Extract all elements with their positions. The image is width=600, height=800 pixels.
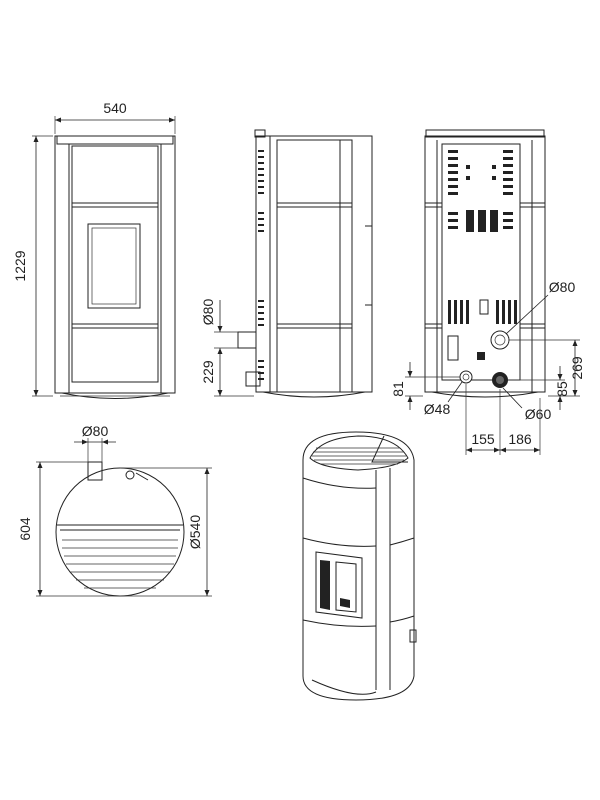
front-view	[54, 135, 176, 399]
back-view	[424, 129, 546, 398]
side-view	[237, 129, 373, 398]
top-flue-diameter-label: Ø80	[82, 423, 109, 439]
side-flue-pipe	[237, 331, 257, 349]
back-mid-outlet-dimension: 85 Ø60	[502, 366, 570, 422]
top-flue-circle	[125, 470, 135, 480]
back-top-outlet-label: Ø80	[549, 279, 576, 295]
front-height-dimension: 1229	[12, 135, 53, 397]
top-view	[55, 461, 185, 597]
back-vent-grille-lower	[447, 299, 517, 361]
top-flue-dimension: Ø80	[74, 423, 116, 462]
top-diameter-dimension: Ø540	[120, 467, 212, 597]
back-small-outlet-label: Ø48	[424, 401, 451, 417]
side-vent-slots-lower	[258, 300, 264, 380]
back-offset-left-label: 155	[471, 431, 495, 447]
back-outlet-small-circle	[459, 370, 473, 384]
back-small-height-label: 81	[390, 381, 406, 397]
front-height-label: 1229	[12, 250, 28, 281]
front-width-dimension: 540	[54, 100, 176, 134]
side-flue-height-label: 229	[200, 360, 216, 384]
back-mid-outlet-label: Ø60	[525, 406, 552, 422]
back-offset-dimension: 155 186	[465, 384, 541, 455]
back-mid-height-label: 85	[554, 381, 570, 397]
side-flue-diameter-label: Ø80	[200, 299, 216, 326]
front-width-label: 540	[103, 100, 127, 116]
back-top-outlet-dimension: Ø80	[505, 279, 576, 335]
back-outlet-height-dimension: 269	[509, 339, 585, 397]
side-flue-dimension: Ø80 229	[200, 299, 254, 397]
side-vent-slots-upper	[258, 150, 264, 232]
top-diameter-label: Ø540	[187, 515, 203, 549]
back-offset-right-label: 186	[508, 431, 532, 447]
top-depth-label: 604	[17, 517, 33, 541]
isometric-view	[302, 431, 417, 701]
back-vent-grille-upper	[448, 150, 513, 232]
isometric-top-grille	[312, 447, 406, 465]
back-small-outlet-dimension: 81 Ø48	[390, 362, 463, 417]
back-outlet-height-label: 269	[569, 356, 585, 380]
top-depth-dimension: 604	[17, 461, 120, 597]
